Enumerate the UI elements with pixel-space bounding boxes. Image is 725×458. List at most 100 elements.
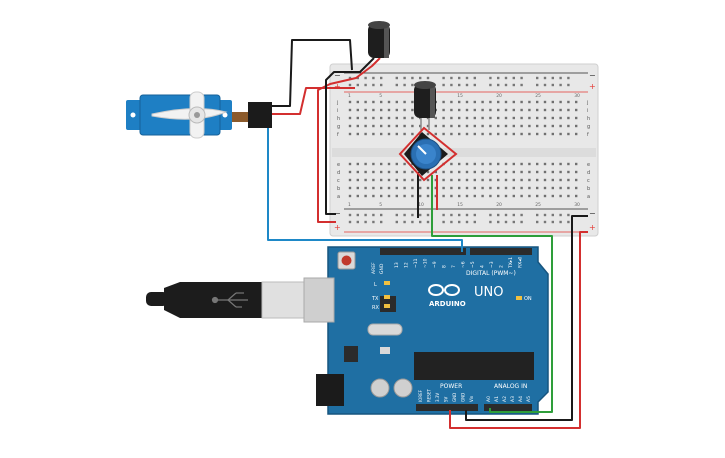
terminal-hole: [395, 186, 398, 190]
terminal-hole: [489, 124, 492, 128]
terminal-hole: [481, 186, 484, 190]
row-letter: i: [587, 108, 588, 114]
wire-cap1-black[interactable]: [325, 57, 375, 215]
power-pin-label: GND: [452, 393, 457, 402]
terminal-hole: [536, 116, 539, 120]
terminal-hole: [481, 170, 484, 174]
terminal-hole: [465, 194, 469, 198]
terminal-hole: [489, 194, 492, 198]
terminal-hole: [442, 194, 445, 198]
rail-hole: [536, 76, 539, 80]
terminal-hole: [395, 100, 398, 104]
usb-plug-icon[interactable]: [146, 277, 335, 323]
wire-rail-minus-to-gnd[interactable]: [465, 215, 588, 421]
terminal-hole: [372, 124, 375, 128]
terminal-hole: [551, 194, 554, 198]
terminal-hole: [473, 132, 476, 136]
rail-hole: [504, 213, 508, 217]
arduino-brand: ARDUINO: [429, 300, 466, 308]
terminal-hole: [489, 170, 492, 174]
rail-hole: [559, 83, 562, 87]
top-minus-right: −: [589, 71, 596, 80]
row-letter: j: [336, 100, 338, 106]
rail-hole: [395, 213, 398, 217]
row-letter: f: [587, 132, 589, 138]
column-number: 30: [574, 202, 580, 208]
terminal-hole: [458, 124, 461, 128]
terminal-hole: [575, 108, 578, 112]
digital-pin-label: TX▸1: [508, 257, 514, 269]
terminal-hole: [450, 100, 453, 104]
terminal-hole: [575, 186, 578, 190]
wire-servo-power[interactable]: [272, 87, 355, 115]
led-tx: [384, 295, 390, 299]
terminal-hole: [403, 108, 406, 112]
led-rx: [384, 304, 390, 308]
row-letter: c: [337, 178, 340, 184]
terminal-hole: [536, 194, 539, 198]
board-capacitor-1: [370, 378, 390, 398]
rail-hole: [372, 83, 375, 87]
board-capacitor-2: [393, 378, 413, 398]
terminal-hole: [536, 108, 539, 112]
terminal-hole: [395, 194, 398, 198]
terminal-hole: [497, 178, 500, 182]
power-jack[interactable]: [316, 374, 344, 406]
rail-hole: [364, 213, 367, 217]
terminal-hole: [520, 116, 523, 120]
terminal-hole: [536, 162, 539, 166]
rail-hole: [536, 83, 539, 87]
terminal-hole: [543, 132, 547, 136]
terminal-hole: [411, 116, 414, 120]
terminal-hole: [356, 124, 359, 128]
rail-hole: [520, 76, 523, 80]
arduino-uno-board[interactable]: L TX RX ON ARDUINO UNO DIGITAL (PWM~) PO…: [316, 246, 549, 415]
row-letter: h: [587, 116, 590, 122]
row-letter: a: [587, 194, 590, 200]
rail-hole: [497, 83, 500, 87]
terminal-hole: [559, 162, 562, 166]
terminal-hole: [551, 162, 554, 166]
rail-hole: [372, 76, 375, 80]
terminal-hole: [372, 170, 375, 174]
wire-servo-ground[interactable]: [272, 39, 353, 107]
wire-servo-signal[interactable]: [267, 128, 463, 252]
digital-header-right: [470, 248, 532, 255]
terminal-hole: [364, 186, 367, 190]
row-letter: d: [587, 170, 590, 176]
wire-pot-to-a0[interactable]: [431, 175, 553, 413]
terminal-hole: [504, 186, 508, 190]
capacitor-icon[interactable]: [368, 21, 390, 58]
rail-hole: [450, 83, 453, 87]
terminal-hole: [520, 194, 523, 198]
rail-hole: [356, 213, 359, 217]
capacitor-icon[interactable]: [414, 81, 436, 130]
rail-hole: [450, 76, 453, 80]
terminal-hole: [465, 100, 469, 104]
potentiometer-icon[interactable]: [398, 126, 458, 182]
terminal-hole: [559, 170, 562, 174]
terminal-hole: [567, 132, 570, 136]
terminal-hole: [559, 116, 562, 120]
power-pin-label: RESET: [427, 389, 432, 402]
terminal-hole: [458, 178, 461, 182]
terminal-hole: [426, 186, 430, 190]
terminal-hole: [419, 186, 422, 190]
terminal-hole: [426, 170, 430, 174]
terminal-hole: [372, 162, 375, 166]
power-label: POWER: [440, 383, 462, 390]
terminal-hole: [520, 170, 523, 174]
servo-icon[interactable]: [126, 91, 272, 139]
terminal-hole: [419, 194, 422, 198]
terminal-hole: [380, 100, 383, 104]
wire-cap1-red[interactable]: [317, 57, 381, 223]
terminal-hole: [504, 162, 508, 166]
wire-rail-plus-to-5v[interactable]: [449, 231, 588, 429]
terminal-hole: [450, 116, 453, 120]
power-pin-label: IOREF: [418, 389, 423, 402]
label-on: ON: [524, 296, 532, 302]
terminal-hole: [395, 108, 398, 112]
rail-hole: [372, 220, 375, 224]
